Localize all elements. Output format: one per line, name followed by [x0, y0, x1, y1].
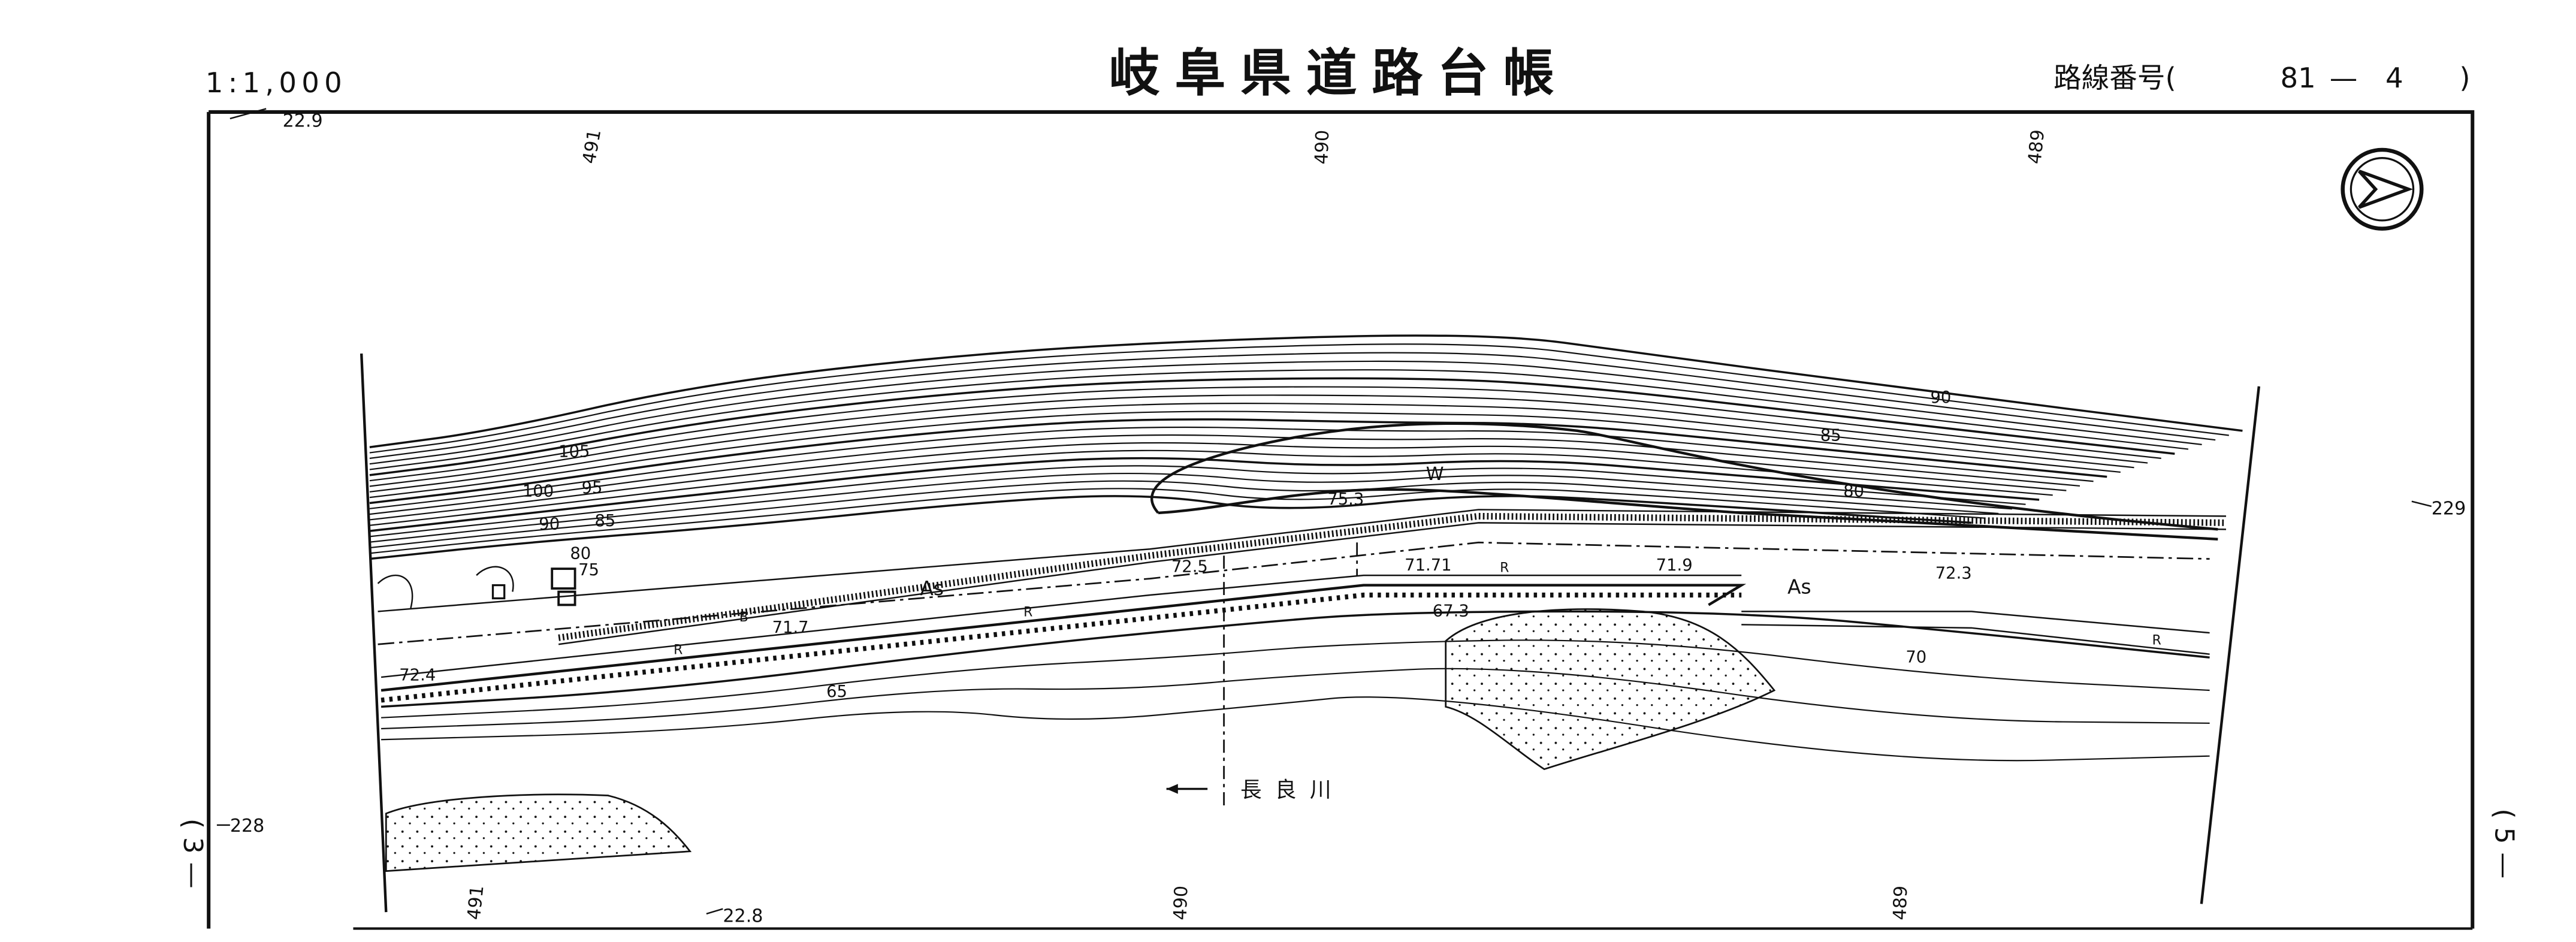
pond-outline [1150, 422, 2218, 541]
pavement-label: As [1787, 575, 1811, 598]
contour-line [369, 334, 2243, 448]
contour-line [369, 403, 2134, 493]
contour-line [380, 610, 2210, 708]
route-number: 路線番号( 81 — 4 ) [2053, 62, 2470, 94]
contour-label: 95 [582, 479, 603, 497]
contour-label: 100 [523, 482, 554, 500]
embankment [380, 592, 1742, 703]
road-mark: R [674, 643, 682, 658]
map-area-boundary [360, 353, 2261, 913]
route-number-dash: — [2330, 62, 2358, 94]
contour-line [369, 386, 2161, 482]
contour-line [369, 488, 1985, 554]
section-line [1223, 542, 1358, 805]
contour-line [369, 480, 1999, 549]
contour-line [369, 426, 2094, 509]
elevation-label: 72.3 [1935, 564, 1972, 583]
road-mark: R [2152, 633, 2161, 648]
contour-line [369, 352, 2216, 459]
grid-label: 490 [1311, 129, 1333, 165]
sand-bar [385, 793, 692, 872]
adjacent-sheet-right: ( 5 — [2489, 808, 2520, 878]
contour-line [369, 360, 2202, 465]
contour-line [369, 472, 2012, 543]
contour-label: 90 [1931, 388, 1952, 407]
riverbank-contours [380, 610, 2210, 762]
grid-label: 491 [464, 884, 488, 921]
road-lower-edge [380, 584, 1747, 692]
sheet-title: 岐阜県道路台帳 [1109, 44, 1569, 103]
contour-label: 80 [1843, 482, 1864, 500]
contour-label: 80 [570, 545, 591, 563]
contour-line [369, 457, 2040, 532]
grid-label: 229 [2432, 499, 2466, 520]
elevation-label: 72.5 [1171, 558, 1208, 576]
contour-label: 85 [1820, 426, 1841, 445]
grid-label: 490 [1170, 885, 1192, 920]
pond-label: W [1426, 464, 1444, 485]
contour-lines [369, 334, 2243, 560]
river-label: 長 良 川 [1166, 778, 1334, 802]
map-frame [207, 110, 2475, 929]
contour-line [369, 410, 2121, 499]
contour-line [369, 394, 2148, 487]
contour-line [381, 668, 2210, 730]
grid-label: 489 [2024, 129, 2049, 165]
contour-line [369, 377, 2175, 476]
elevation-label: 75.3 [1327, 490, 1364, 509]
road-mark: B [739, 610, 748, 625]
sand-bar [1445, 608, 1776, 771]
buildings [377, 566, 576, 609]
elevation-label: 71.9 [1656, 556, 1693, 575]
grid-label: 22.8 [723, 906, 763, 927]
contour-label: 65 [826, 683, 847, 701]
contour-label: 105 [558, 443, 590, 461]
road-centerline [378, 541, 2210, 645]
contour-line [369, 343, 2229, 454]
contour-line [369, 465, 2026, 538]
contour-label: 75 [578, 561, 599, 579]
contour-line [369, 369, 2189, 470]
pavement-label: As [920, 576, 944, 600]
grid-ticks [216, 108, 2432, 915]
contour-line [369, 449, 2053, 526]
elevation-label: 71.71 [1405, 556, 1451, 575]
grid-label: 491 [579, 128, 605, 165]
grid-label: 22.9 [283, 111, 323, 132]
river-name: 長 良 川 [1240, 778, 1334, 802]
elevation-label: 72.4 [399, 666, 436, 685]
grid-label: 228 [230, 816, 265, 837]
route-number-value: 81 [2280, 62, 2315, 94]
road [378, 509, 2227, 805]
adjacent-sheet-left: ( 3 — [177, 819, 208, 889]
road-mark: R [1500, 561, 1509, 576]
route-number-close: ) [2459, 62, 2470, 94]
contour-line [381, 696, 2210, 762]
route-number-label: 路線番号( [2053, 62, 2176, 94]
north-arrow-icon [2341, 147, 2424, 231]
scale-label: 1:1,000 [206, 67, 347, 99]
contour-line [381, 639, 2210, 718]
contour-label: 70 [1905, 648, 1926, 666]
route-number-section: 4 [2385, 62, 2403, 94]
grid-label: 489 [1889, 885, 1911, 920]
elevation-label: 71.7 [772, 618, 809, 637]
contour-line [369, 442, 2067, 521]
contour-label: 90 [539, 515, 560, 533]
contour-label: 85 [594, 512, 615, 530]
contour-line [369, 418, 2107, 505]
contour-line [369, 434, 2080, 515]
road-mark: R [1023, 605, 1032, 620]
elevation-label: 67.3 [1433, 602, 1469, 621]
